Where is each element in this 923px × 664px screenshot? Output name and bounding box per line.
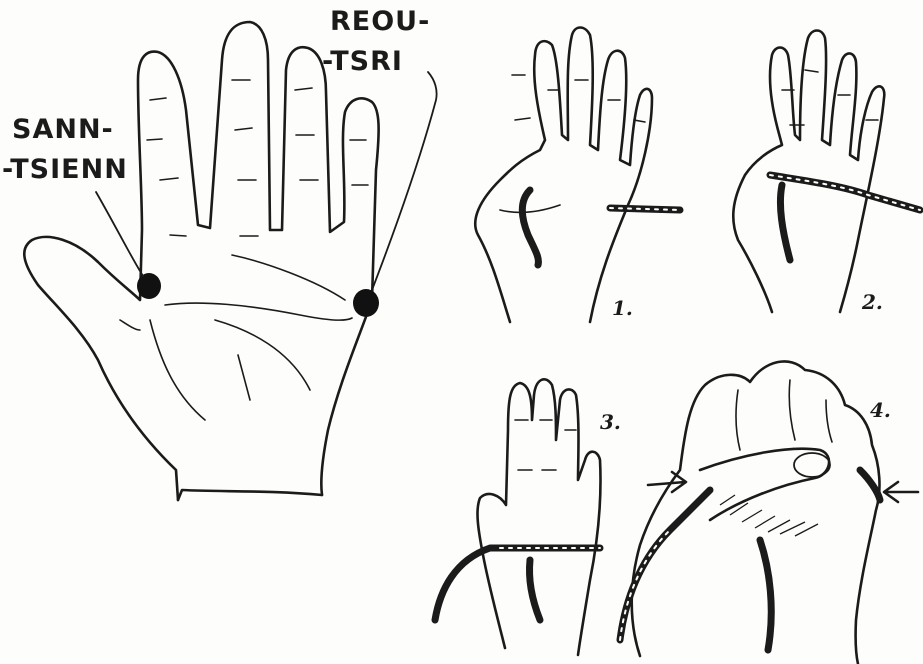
step-4-number: 4. (870, 400, 891, 420)
sann-tsienn-point (137, 273, 161, 299)
sann-tsienn-leader (96, 192, 143, 276)
step-1-number: 1. (612, 298, 633, 318)
step-3-number: 3. (600, 412, 621, 432)
large-open-hand (24, 22, 378, 500)
hand-step-2 (733, 31, 920, 313)
sann-tsienn-label-line2: -TSIENN (2, 156, 128, 183)
hand-step-3 (435, 379, 601, 655)
reou-tsri-point (353, 289, 379, 317)
step-2-number: 2. (862, 292, 883, 312)
sann-tsienn-label-line1: SANN- (12, 116, 114, 143)
hand-step-1 (475, 28, 680, 323)
reou-tsri-label-line2: -TSRI (322, 48, 403, 75)
right-arrow-icon (884, 482, 918, 502)
reou-tsri-leader (372, 72, 437, 290)
reou-tsri-label-line1: REOU- (330, 8, 430, 35)
